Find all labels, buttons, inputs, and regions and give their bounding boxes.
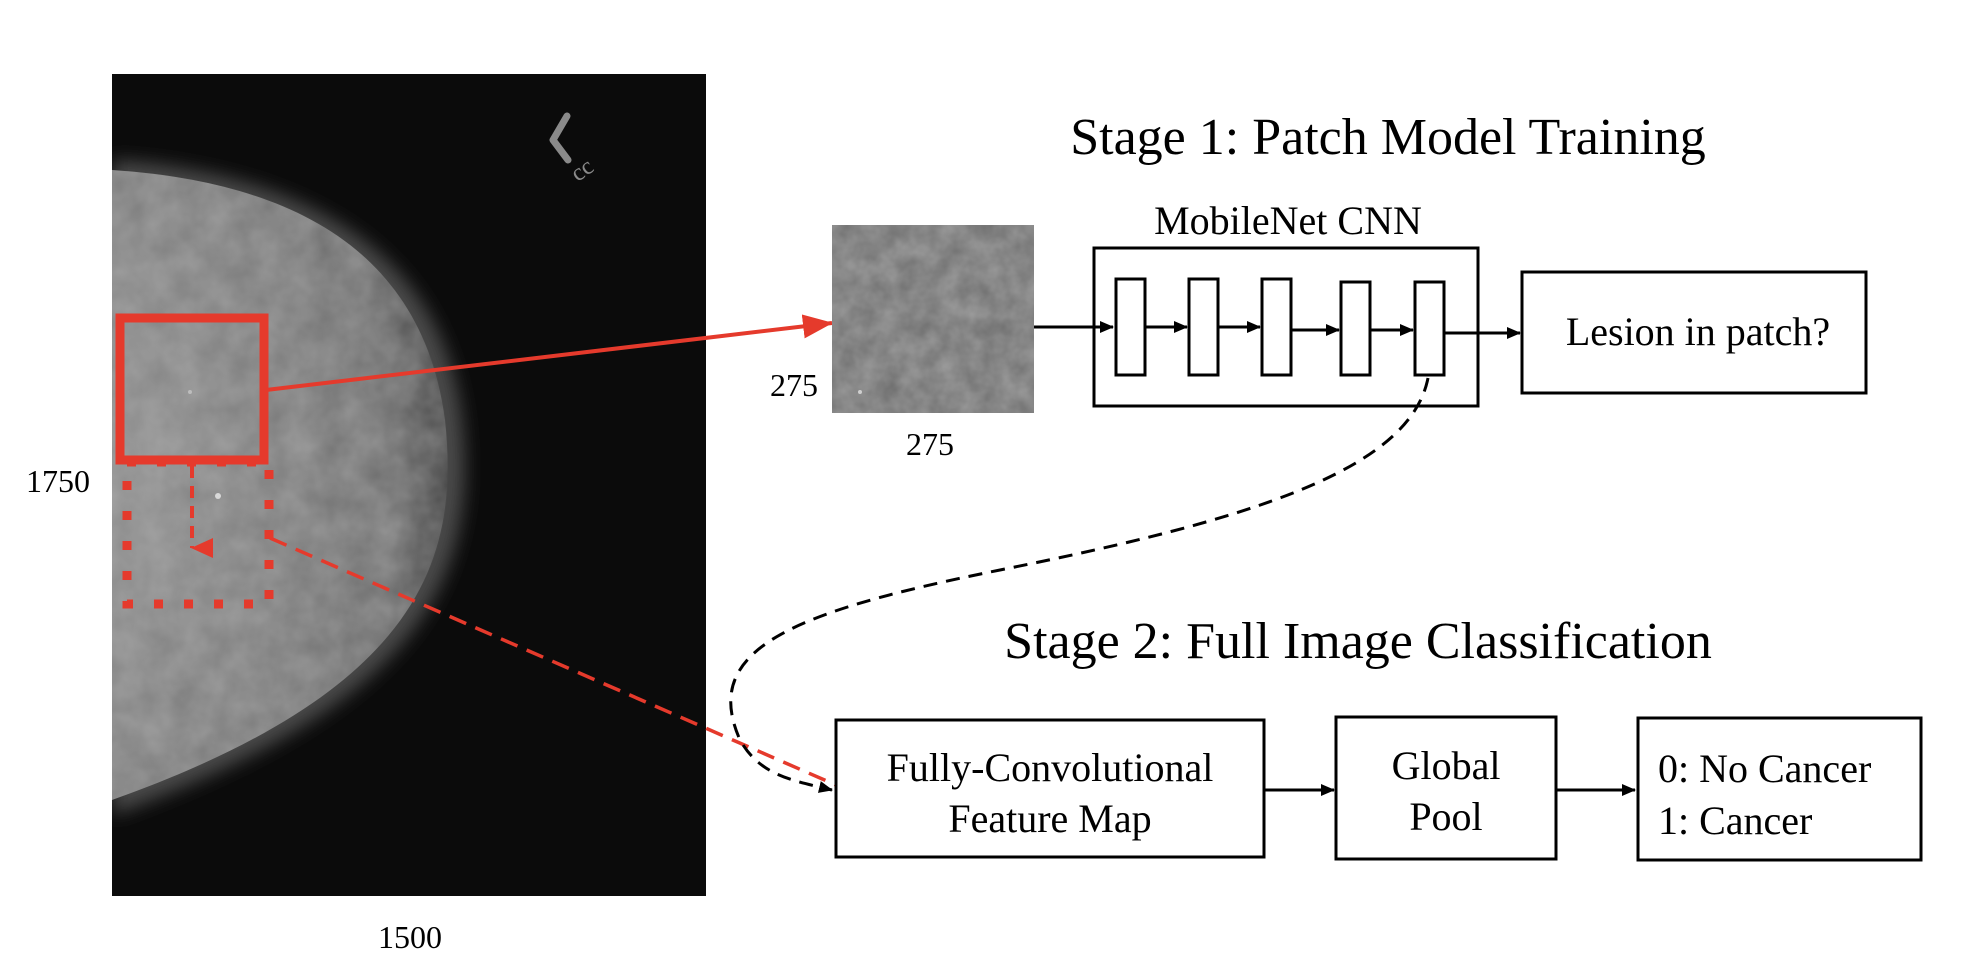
full-image-dashed-arrow — [269, 536, 837, 787]
image-height-label: 1750 — [26, 463, 90, 499]
patch-width-label: 275 — [906, 426, 954, 462]
stage2-title: Stage 2: Full Image Classification — [1004, 613, 1712, 670]
calcification-dot — [215, 493, 221, 499]
patch-height-label: 275 — [770, 367, 818, 403]
lesion-output-label: Lesion in patch? — [1566, 309, 1830, 354]
cnn-layer — [1413, 280, 1446, 377]
class-cancer-label: 1: Cancer — [1658, 798, 1812, 843]
cnn-layer — [1260, 277, 1293, 377]
sliding-patch-box — [122, 457, 274, 609]
cnn-layer — [1339, 280, 1372, 377]
feature-map-label-line2: Feature Map — [948, 796, 1151, 841]
image-width-label: 1500 — [378, 919, 442, 955]
patch-thumbnail — [832, 225, 1034, 413]
feature-map-label-line1: Fully-Convolutional — [887, 745, 1214, 790]
patch-extract-arrow — [265, 314, 833, 392]
global-pool-label-line1: Global — [1392, 743, 1501, 788]
stage1-title: Stage 1: Patch Model Training — [1070, 109, 1706, 166]
lesion-output-box — [1520, 270, 1868, 395]
cnn-layer — [1187, 277, 1220, 377]
feature-map-box — [834, 718, 1266, 859]
cnn-layer — [1114, 277, 1147, 377]
class-no-cancer-label: 0: No Cancer — [1658, 746, 1871, 791]
mammogram-image: cc — [112, 74, 706, 896]
weights-transfer-connector — [729, 377, 1430, 793]
calcification-dot — [188, 390, 192, 394]
cnn-title: MobileNet CNN — [1154, 198, 1422, 243]
global-pool-label-line2: Pool — [1409, 794, 1482, 839]
classes-box — [1636, 716, 1923, 862]
global-pool-box — [1334, 715, 1558, 861]
